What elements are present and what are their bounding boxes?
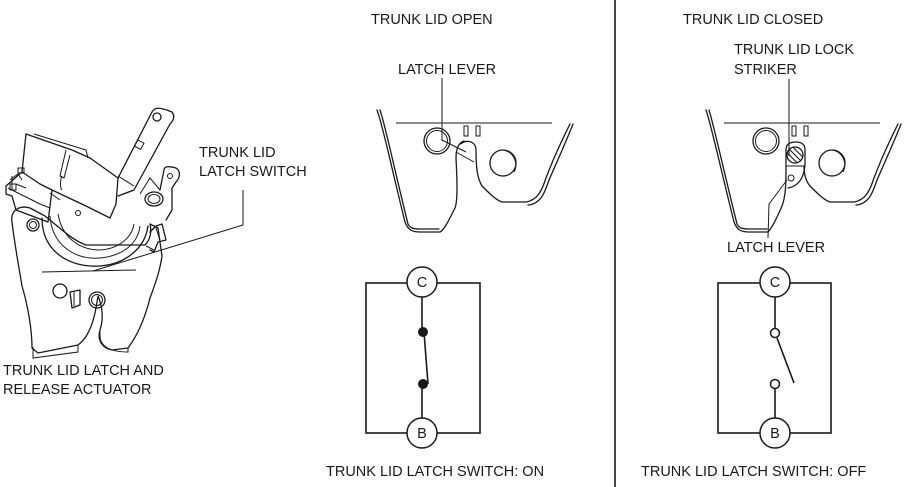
closed-latch-lever-leader — [767, 179, 788, 239]
switch-off-caption: TRUNK LID LATCH SWITCH: OFF — [641, 464, 866, 480]
terminal-c — [406, 266, 438, 298]
terminal-b — [759, 417, 791, 449]
striker-label-line1: TRUNK LID LOCK — [734, 42, 854, 58]
switch-blade-closed — [423, 331, 429, 385]
terminal-b — [406, 417, 438, 449]
actuator-label-line1: TRUNK LID LATCH AND — [3, 363, 164, 379]
closed-latch-lever-label: LATCH LEVER — [727, 240, 825, 256]
open-latch-lever-label: LATCH LEVER — [398, 62, 496, 78]
switch-label-line1: TRUNK LID — [199, 145, 276, 161]
open-state-title: TRUNK LID OPEN — [371, 12, 493, 28]
terminal-b-label: B — [770, 426, 780, 442]
contact-hollow-bottom — [769, 378, 781, 390]
switch-schematic-on: C B — [365, 266, 481, 449]
contact-hollow-top — [769, 327, 781, 339]
terminal-c-label: C — [417, 275, 427, 291]
switch-on-caption: TRUNK LID LATCH SWITCH: ON — [326, 464, 544, 480]
contact-filled-bottom — [418, 379, 428, 389]
actuator-label-line2: RELEASE ACTUATOR — [3, 382, 152, 398]
latch-closed-illustration — [705, 109, 902, 233]
closed-state-title: TRUNK LID CLOSED — [683, 12, 823, 28]
latch-actuator-illustration — [5, 107, 181, 359]
terminal-c — [759, 266, 791, 298]
terminal-b-label: B — [417, 426, 427, 442]
striker-icon — [786, 146, 804, 164]
switch-schematic-off: C B — [717, 266, 832, 449]
latch-open-illustration — [376, 109, 574, 233]
switch-blade-open — [776, 337, 795, 384]
striker-label-line2: STRIKER — [734, 62, 797, 78]
contact-filled-top — [418, 327, 428, 337]
switch-label-line2: LATCH SWITCH — [199, 164, 307, 180]
switch-leader-line — [92, 190, 244, 272]
terminal-c-label: C — [770, 275, 780, 291]
